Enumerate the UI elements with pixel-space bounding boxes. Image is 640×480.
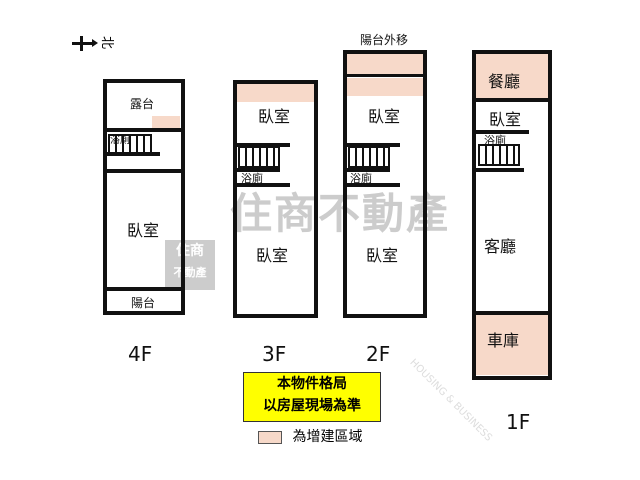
room-bedroom: 臥室 [258,107,291,126]
room-terrace: 露台 [130,97,155,111]
floor-label-4f: 4F [128,342,153,366]
room-dining: 餐廳 [488,72,521,91]
room-bathroom: 浴廁 [350,172,372,185]
balcony-moved-note: 陽台外移 [360,33,409,47]
floor-label-3f: 3F [262,342,287,366]
floor-label-1f: 1F [506,410,531,434]
room-balcony: 陽台 [131,296,156,310]
legend-swatch [258,430,282,444]
north-arrow-icon [72,42,94,45]
room-bedroom: 臥室 [366,246,399,265]
floor-label-2f: 2F [366,342,391,366]
notice-line1: 本物件格局 [277,376,347,392]
legend: 為增建區域 [258,426,362,446]
watermark-brand: 住商不動產 [230,189,451,238]
room-bedroom: 臥室 [368,107,401,126]
room-bathroom: 浴廁 [484,134,506,147]
room-bedroom: 臥室 [489,110,522,129]
room-bedroom: 臥室 [127,221,160,240]
north-label: 北 [99,35,115,50]
room-garage: 車庫 [487,331,520,350]
room-living: 客廳 [484,237,517,256]
room-bathroom: 浴廁 [110,135,130,146]
room-bedroom: 臥室 [256,246,289,265]
notice-line2: 以房屋現場為準 [263,398,361,414]
layout-notice: 本物件格局 以房屋現場為準 [243,372,381,422]
legend-label: 為增建區域 [292,429,363,445]
room-bathroom: 浴廁 [241,172,263,185]
watermark-logo: 住商 不動產 [165,240,215,290]
